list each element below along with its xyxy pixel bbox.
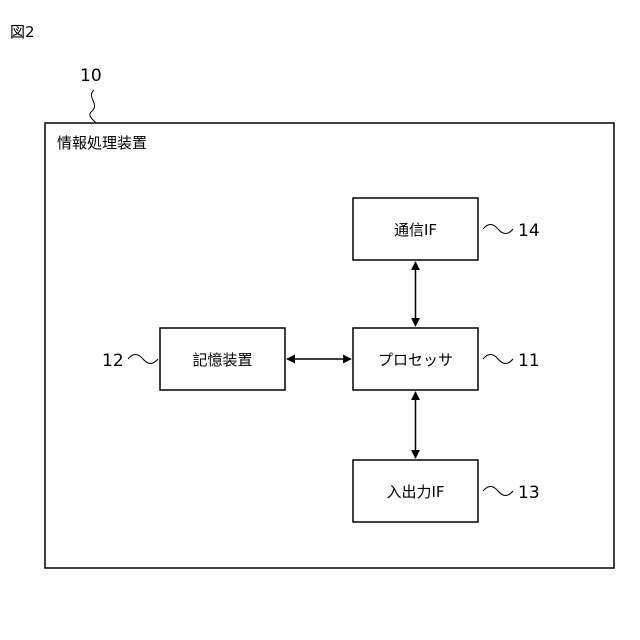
io-if-ref-leader	[483, 487, 513, 496]
outer-box-label: 情報処理装置	[57, 134, 147, 152]
outer-ref-number: 10	[80, 66, 102, 86]
outer-ref-leader	[90, 90, 96, 123]
io-if-label: 入出力IF	[386, 483, 444, 501]
storage-ref-leader	[128, 355, 158, 364]
comm-if-label: 通信IF	[394, 221, 437, 239]
processor-ref-leader	[483, 355, 513, 364]
comm-if-ref-number: 14	[518, 221, 540, 241]
processor-ref-number: 11	[518, 351, 540, 371]
storage-ref-number: 12	[102, 351, 124, 371]
comm-if-ref-leader	[483, 225, 513, 234]
processor-label: プロセッサ	[378, 351, 453, 369]
storage-label: 記憶装置	[192, 351, 252, 369]
io-if-ref-number: 13	[518, 483, 540, 503]
